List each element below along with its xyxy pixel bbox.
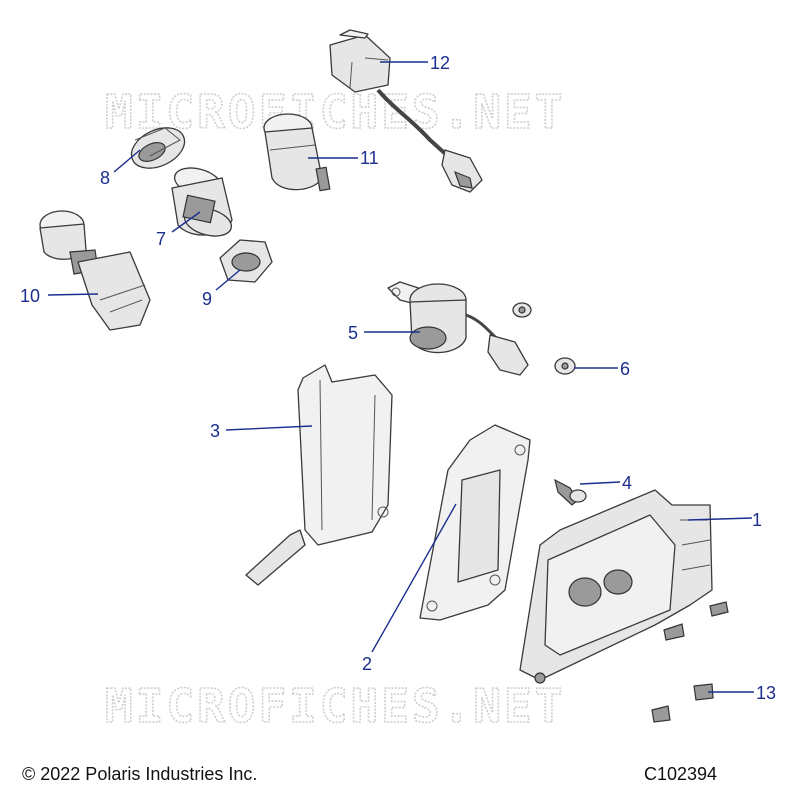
part-6-push-fastener[interactable] <box>512 302 576 375</box>
drawing-code: C102394 <box>644 764 718 784</box>
callout-7: 7 <box>156 229 166 249</box>
callout-12: 12 <box>430 53 450 73</box>
callout-4: 4 <box>622 473 632 493</box>
callout-8: 8 <box>100 168 110 188</box>
part-12-sensor-harness[interactable] <box>329 29 483 193</box>
part-4-fastener[interactable] <box>554 478 587 506</box>
callout-9: 9 <box>202 289 212 309</box>
callout-6: 6 <box>620 359 630 379</box>
callout-2: 2 <box>362 654 372 674</box>
part-8-bezel-ring[interactable] <box>125 120 191 176</box>
part-2-mounting-bracket[interactable] <box>419 424 531 621</box>
part-10-ignition-switch[interactable] <box>39 210 151 331</box>
part-9-retaining-nut[interactable] <box>219 239 273 283</box>
part-1-ecu-module[interactable] <box>519 489 713 684</box>
callout-5: 5 <box>348 323 358 343</box>
callout-3: 3 <box>210 421 220 441</box>
part-5-solenoid-bracket[interactable] <box>387 281 529 376</box>
callout-10: 10 <box>20 286 40 306</box>
watermark-bottom: MICROFICHES.NET <box>105 679 565 733</box>
callout-1: 1 <box>752 510 762 530</box>
leader-lines <box>47 61 754 693</box>
part-13-screws[interactable] <box>651 601 729 723</box>
part-11-cylinder-relay[interactable] <box>263 113 331 192</box>
callout-13: 13 <box>756 683 776 703</box>
copyright-notice: © 2022 Polaris Industries Inc. <box>22 764 258 784</box>
part-3-ecu-cover[interactable] <box>245 364 393 586</box>
callout-11: 11 <box>360 148 379 168</box>
part-7-socket-housing[interactable] <box>171 163 234 241</box>
watermark-top: MICROFICHES.NET <box>105 85 565 139</box>
